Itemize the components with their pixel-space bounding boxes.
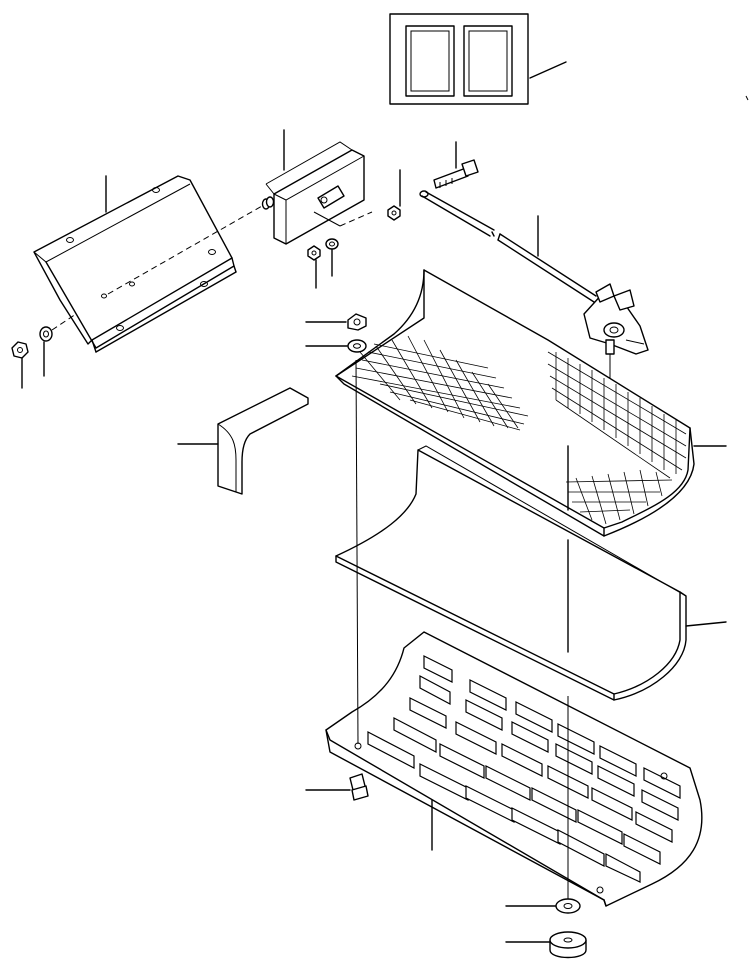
alignment-line — [355, 359, 359, 745]
hole — [66, 237, 74, 243]
grille — [325, 631, 703, 907]
bolt — [305, 773, 369, 801]
hole — [200, 281, 208, 287]
grommet — [505, 931, 587, 959]
nut — [387, 169, 401, 221]
pad — [335, 445, 727, 701]
cover-plate — [33, 175, 263, 353]
leader-line — [685, 621, 727, 627]
latch — [583, 283, 649, 456]
mesh — [565, 469, 673, 525]
hole — [152, 187, 160, 193]
nut — [305, 313, 367, 331]
grille-slots — [367, 655, 681, 883]
washer — [505, 898, 581, 914]
decal — [389, 13, 567, 105]
nut — [307, 245, 321, 289]
bolt — [433, 141, 479, 189]
rod — [419, 190, 597, 303]
hole — [208, 249, 216, 255]
mesh — [351, 335, 529, 431]
leader-line — [529, 61, 567, 79]
nut — [11, 341, 29, 389]
hole — [116, 325, 124, 331]
seal — [177, 387, 309, 495]
screen — [335, 269, 727, 537]
washer — [305, 339, 367, 353]
latch-bracket — [261, 129, 373, 245]
pin — [261, 196, 275, 210]
washer — [325, 238, 339, 277]
washer — [39, 313, 77, 377]
mesh — [547, 351, 687, 479]
